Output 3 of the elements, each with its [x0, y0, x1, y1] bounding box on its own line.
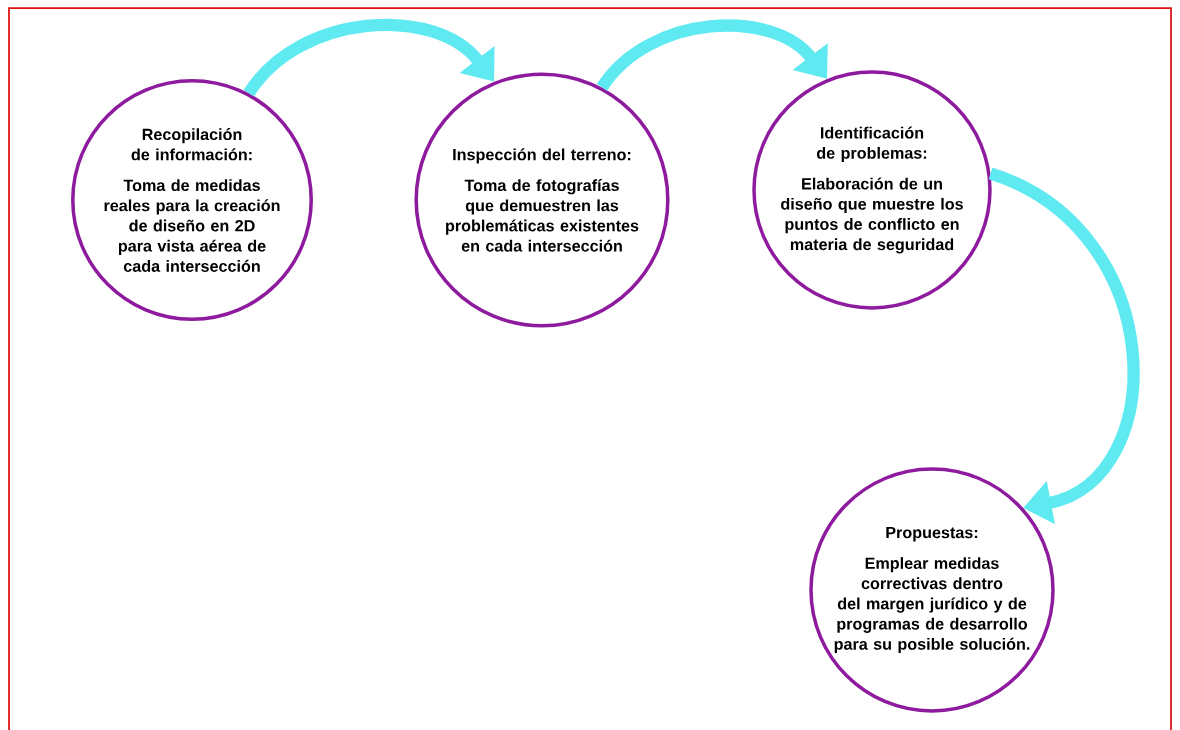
- curved-arrow: [597, 19, 828, 92]
- curved-arrow: [243, 18, 495, 97]
- curved-arrow: [988, 167, 1140, 525]
